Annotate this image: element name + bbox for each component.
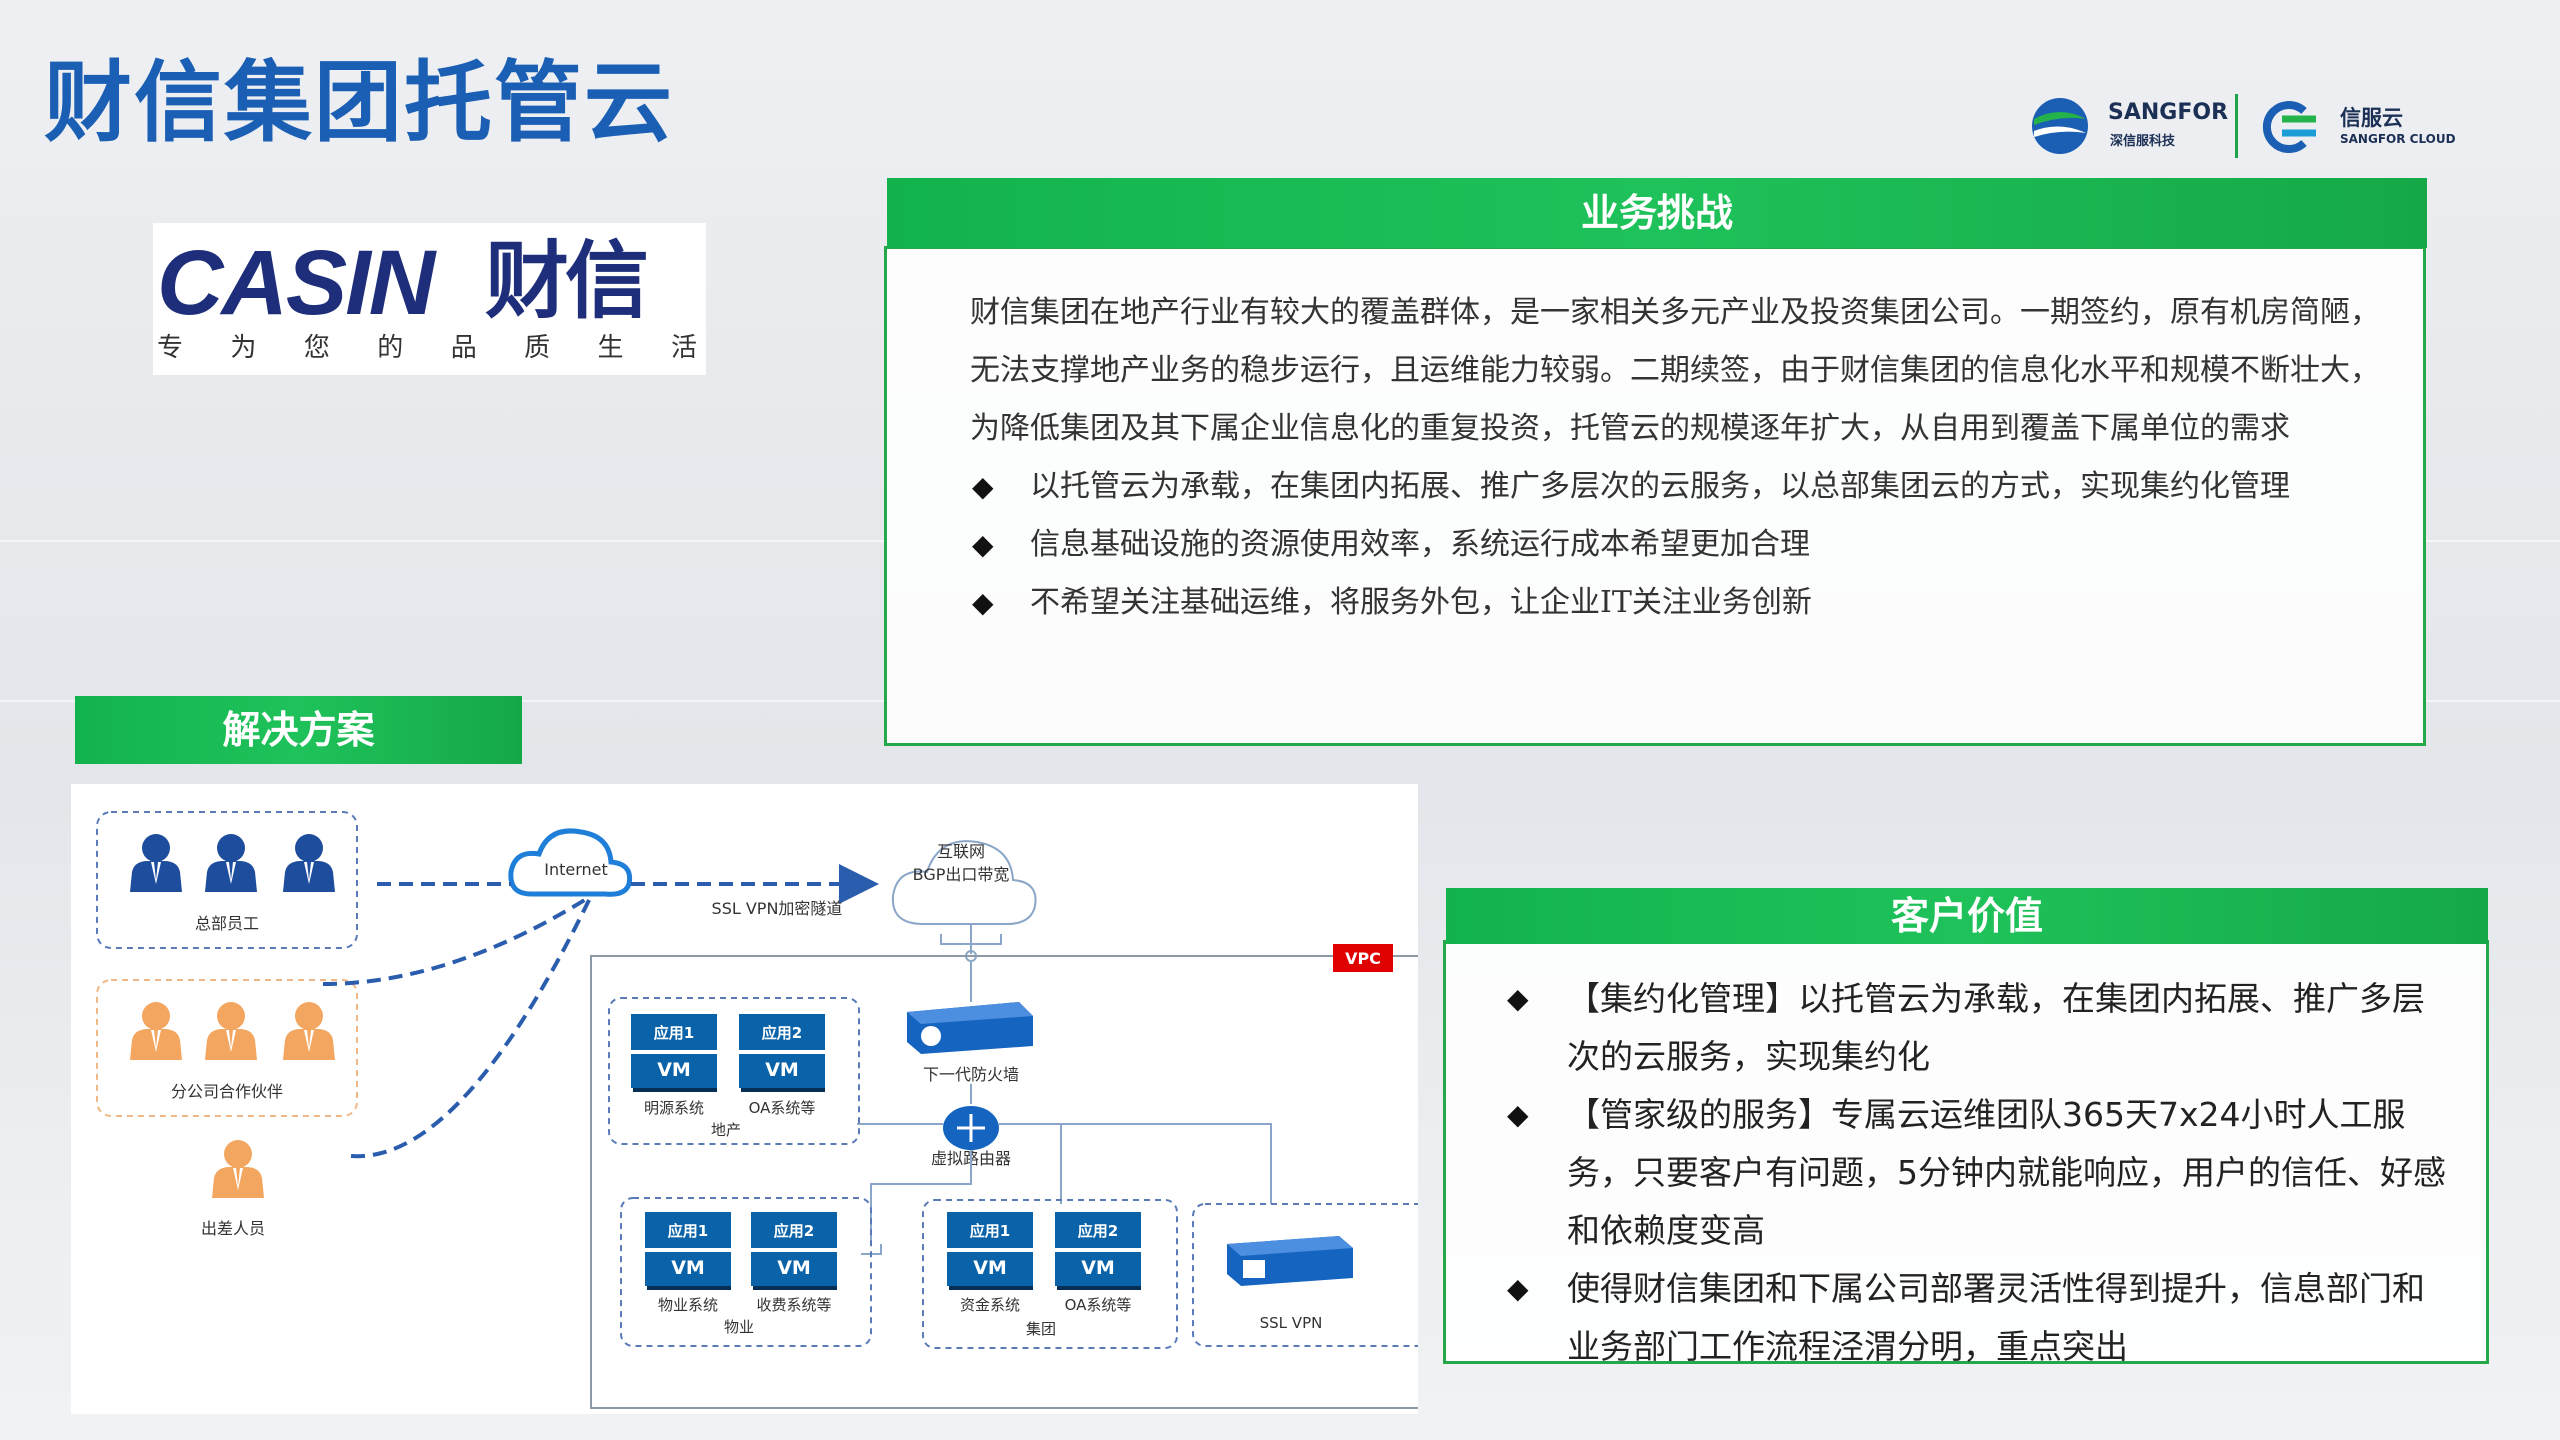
ssl-vpn-appliance-icon <box>1227 1236 1353 1286</box>
cloud-sub: SANGFOR CLOUD <box>2340 132 2456 146</box>
casin-slogan: 专 为 您 的 品 质 生 活 <box>157 327 697 364</box>
bullet-text: 使得财信集团和下属公司部署灵活性得到提升，信息部门和业务部门工作流程泾渭分明，重… <box>1567 1269 2425 1366</box>
slogan-char: 为 <box>230 333 257 363</box>
app-label: 应用2 <box>1078 1222 1118 1240</box>
value-header: 客户价值 <box>1446 888 2488 944</box>
person-icon <box>212 1140 264 1198</box>
list-item: ◆ 以托管云为承载，在集团内拓展、推广多层次的云服务，以总部集团云的方式，实现集约… <box>970 458 2380 516</box>
isp-label-1: 互联网 <box>937 842 985 861</box>
system-label: OA系统等 <box>749 1099 816 1117</box>
system-label: 明源系统 <box>644 1099 704 1117</box>
person-icon <box>283 1002 335 1060</box>
isp-label-2: BGP出口带宽 <box>913 865 1010 884</box>
vpc-badge <box>1333 944 1393 972</box>
challenge-panel <box>884 246 2426 746</box>
property-group <box>620 1197 872 1347</box>
slogan-char: 活 <box>670 333 697 363</box>
cloud-name: 信服云 <box>2340 106 2403 130</box>
vm-label: VM <box>777 1257 811 1279</box>
app-label: 应用1 <box>668 1222 708 1240</box>
group-label: 地产 <box>711 1121 741 1139</box>
diamond-bullet-icon: ◆ <box>972 470 994 503</box>
sangfor-name: SANGFOR <box>2108 100 2229 125</box>
app-label: 应用1 <box>970 1222 1010 1240</box>
vpc-label: VPC <box>1345 949 1381 968</box>
bullet-text: 【集约化管理】以托管云为承载，在集团内拓展、推广多层次的云服务，实现集约化 <box>1567 979 2425 1076</box>
hq-staff-label: 总部员工 <box>195 914 259 933</box>
solution-header: 解决方案 <box>75 696 522 764</box>
challenge-bullets: ◆ 以托管云为承载，在集团内拓展、推广多层次的云服务，以总部集团云的方式，实现集约… <box>970 458 2380 632</box>
vm-label: VM <box>973 1257 1007 1279</box>
brand-logos: SANGFOR 深信服科技 信服云 SANGFOR CLOUD <box>2030 86 2470 166</box>
person-icon <box>130 834 182 892</box>
value-bullets: ◆ 【集约化管理】以托管云为承载，在集团内拓展、推广多层次的云服务，实现集约化 ◆… <box>1505 970 2455 1376</box>
challenge-intro: 财信集团在地产行业有较大的覆盖群体，是一家相关多元产业及投资集团公司。一期签约，… <box>970 295 2380 446</box>
value-body: ◆ 【集约化管理】以托管云为承载，在集团内拓展、推广多层次的云服务，实现集约化 ◆… <box>1505 970 2455 1376</box>
vm-label: VM <box>657 1059 691 1081</box>
diamond-bullet-icon: ◆ <box>972 528 994 561</box>
diamond-bullet-icon: ◆ <box>1507 982 1529 1015</box>
list-item: ◆ 不希望关注基础运维，将服务外包，让企业IT关注业务创新 <box>970 574 2380 632</box>
list-item: ◆ 【管家级的服务】专属云运维团队365天7x24小时人工服务，只要客户有问题，5… <box>1505 1086 2455 1260</box>
vm-label: VM <box>765 1059 799 1081</box>
bullet-text: 信息基础设施的资源使用效率，系统运行成本希望更加合理 <box>1030 527 1810 562</box>
ssl-vpn-group <box>1192 1203 1446 1347</box>
list-item: ◆ 【集约化管理】以托管云为承载，在集团内拓展、推广多层次的云服务，实现集约化 <box>1505 970 2455 1086</box>
challenge-header: 业务挑战 <box>887 178 2427 248</box>
sangfor-cloud-logo-icon <box>2262 101 2316 153</box>
slogan-char: 生 <box>597 333 624 363</box>
diamond-bullet-icon: ◆ <box>972 586 994 619</box>
value-panel <box>1443 940 2489 1364</box>
group-label: 集团 <box>1026 1320 1056 1338</box>
system-label: 物业系统 <box>658 1296 718 1314</box>
app-label: 应用2 <box>762 1024 802 1042</box>
bullet-text: 不希望关注基础运维，将服务外包，让企业IT关注业务创新 <box>1030 585 1812 620</box>
casin-chinese-mark: 财信 <box>485 232 649 330</box>
firewall-label: 下一代防火墙 <box>923 1065 1019 1084</box>
traveler-label: 出差人员 <box>201 1219 265 1238</box>
casin-wordmark: CASIN <box>157 232 435 334</box>
hq-staff-group <box>96 811 358 949</box>
person-icon <box>205 1002 257 1060</box>
list-item: ◆ 使得财信集团和下属公司部署灵活性得到提升，信息部门和业务部门工作流程泾渭分明，… <box>1505 1260 2455 1376</box>
sangfor-logo-icon <box>2032 98 2088 154</box>
internet-cloud-icon <box>508 828 633 897</box>
slogan-char: 专 <box>157 333 184 363</box>
system-label: OA系统等 <box>1065 1296 1132 1314</box>
slogan-char: 质 <box>524 333 551 363</box>
branch-partner-label: 分公司合作伙伴 <box>171 1082 283 1101</box>
router-icon <box>943 1106 999 1150</box>
diamond-bullet-icon: ◆ <box>1507 1272 1529 1305</box>
realestate-group <box>608 997 860 1145</box>
group-label: 物业 <box>724 1318 754 1336</box>
system-label: 收费系统等 <box>756 1296 831 1314</box>
ssl-vpn-label: SSL VPN <box>1260 1314 1323 1332</box>
app-label: 应用2 <box>774 1222 814 1240</box>
logo-divider <box>2235 94 2238 158</box>
branch-partner-group <box>96 979 358 1117</box>
diamond-bullet-icon: ◆ <box>1507 1098 1529 1131</box>
slogan-char: 的 <box>377 333 404 363</box>
bullet-text: 以托管云为承载，在集团内拓展、推广多层次的云服务，以总部集团云的方式，实现集约化… <box>1030 469 2290 504</box>
group-hq-group <box>922 1199 1178 1349</box>
vm-label: VM <box>671 1257 705 1279</box>
person-icon <box>130 1002 182 1060</box>
slogan-char: 您 <box>303 333 330 363</box>
app-label: 应用1 <box>654 1024 694 1042</box>
ssl-tunnel-label: SSL VPN加密隧道 <box>712 899 843 918</box>
internet-label: Internet <box>544 860 608 879</box>
sangfor-sub: 深信服科技 <box>2110 134 2176 149</box>
list-item: ◆ 信息基础设施的资源使用效率，系统运行成本希望更加合理 <box>970 516 2380 574</box>
page-title: 财信集团托管云 <box>44 51 675 154</box>
person-icon <box>283 834 335 892</box>
challenge-body: 财信集团在地产行业有较大的覆盖群体，是一家相关多元产业及投资集团公司。一期签约，… <box>970 284 2380 632</box>
bullet-text: 【管家级的服务】专属云运维团队365天7x24小时人工服务，只要客户有问题，5分… <box>1567 1095 2446 1250</box>
system-label: 资金系统 <box>960 1296 1020 1314</box>
slogan-char: 品 <box>450 333 477 363</box>
person-icon <box>205 834 257 892</box>
solution-diagram: 总部员工 分公司合作伙伴 出差人员 Internet SSL VPN加密隧道 互… <box>71 784 1467 1414</box>
casin-logo: CASIN 财信 专 为 您 的 品 质 生 活 <box>153 223 706 375</box>
firewall-icon <box>907 1002 1033 1054</box>
vm-label: VM <box>1081 1257 1115 1279</box>
